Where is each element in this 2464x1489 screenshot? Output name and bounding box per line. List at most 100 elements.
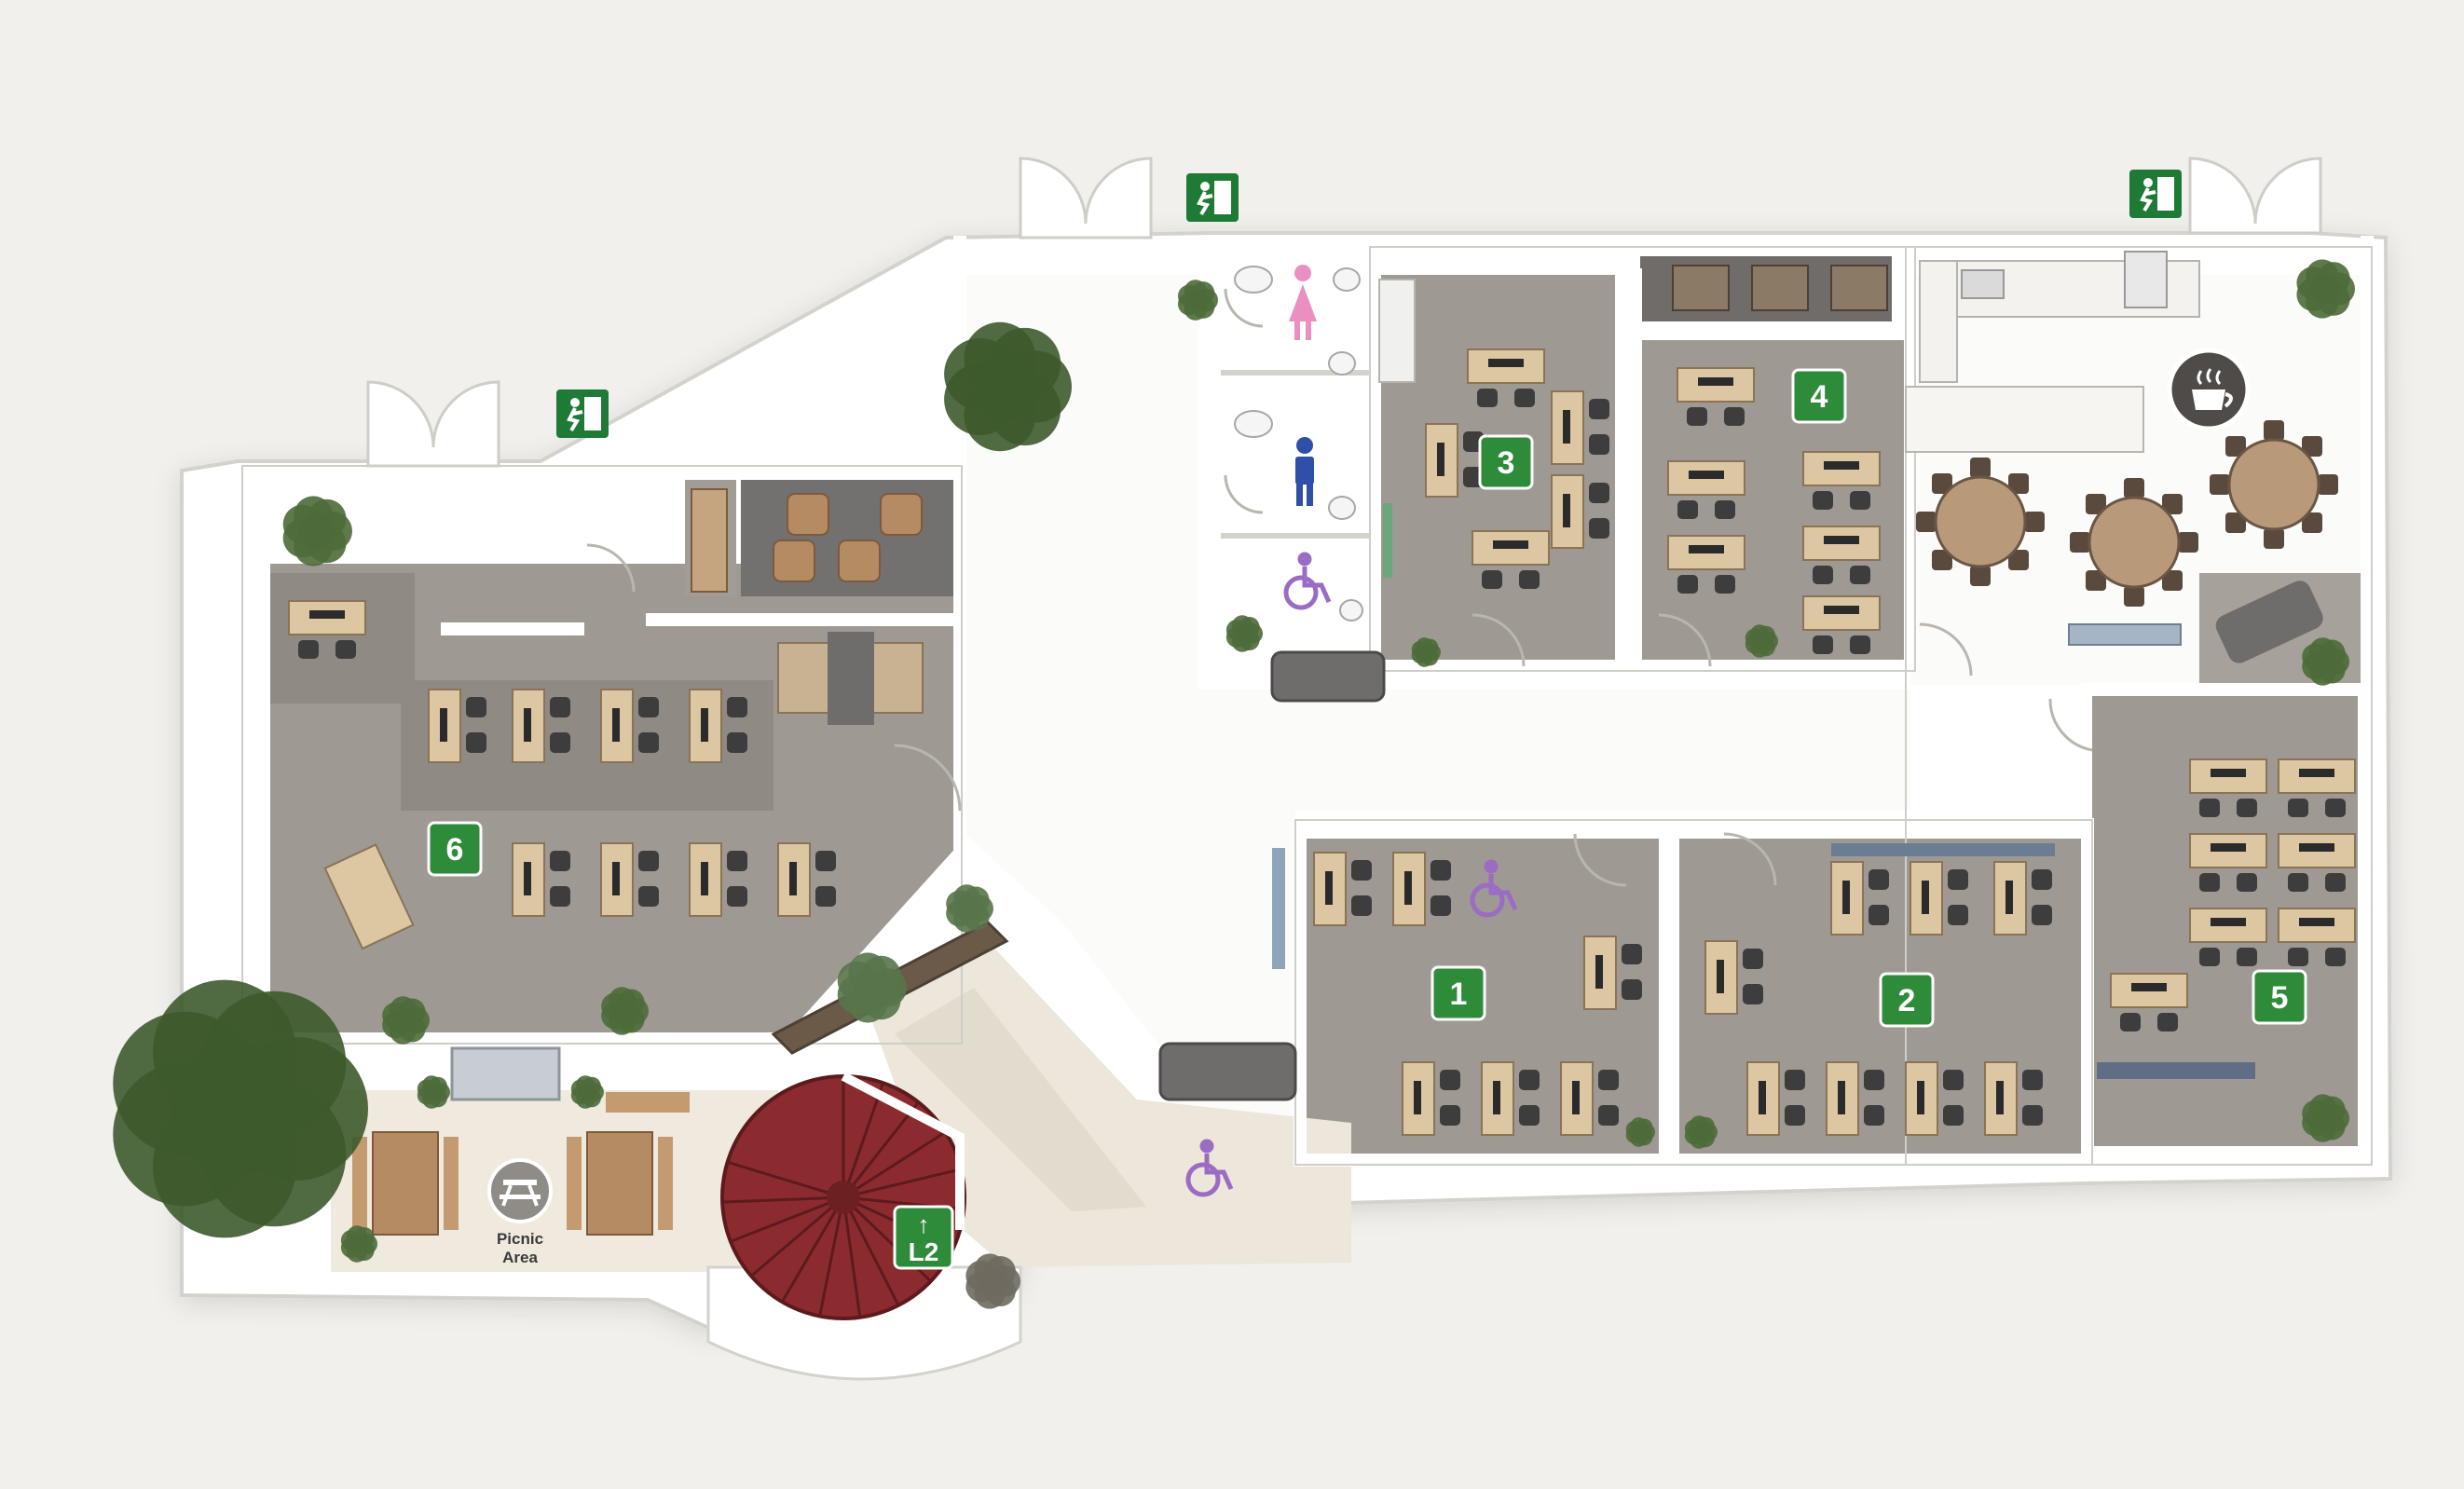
room-badge-5[interactable]: 5 (2252, 969, 2307, 1025)
desk-workstation (1802, 595, 1881, 654)
desk-workstation (2278, 758, 2356, 817)
spiral-staircase (720, 1072, 966, 1320)
kitchen-counter-side (1919, 260, 1958, 383)
plant (1411, 637, 1441, 667)
plant (1177, 280, 1218, 321)
room-badge-4[interactable]: 4 (1791, 368, 1847, 424)
desk-workstation (1910, 861, 1968, 936)
lounge-chair (773, 540, 815, 582)
picnic-bench (658, 1137, 673, 1230)
desk-workstation (428, 689, 486, 763)
glass-door (450, 1046, 561, 1101)
picnic-table (372, 1131, 439, 1236)
women-restroom-icon (1289, 265, 1317, 340)
desk-workstation (2189, 908, 2267, 966)
plant (340, 1225, 377, 1263)
toilet (1234, 266, 1273, 294)
meeting-table (828, 632, 874, 725)
picnic-bench (444, 1137, 459, 1230)
desk-workstation (1746, 1061, 1805, 1136)
lounge-sofa (2215, 581, 2323, 663)
sink (1328, 496, 1356, 520)
desk-workstation (1472, 530, 1550, 589)
desk-workstation (1830, 861, 1889, 936)
plant (1625, 1117, 1655, 1147)
room-number: 2 (1898, 983, 1916, 1018)
picnic-area-label-line1: Picnic (497, 1230, 543, 1248)
refrigerator (2124, 251, 2168, 308)
room-badge-3[interactable]: 3 (1478, 434, 1534, 490)
plant (2296, 259, 2355, 319)
doors (586, 288, 2093, 887)
men-restroom-icon (1295, 437, 1314, 506)
desk-workstation (689, 842, 747, 917)
plant (946, 884, 993, 933)
kitchen (1905, 251, 2323, 663)
plant (417, 1075, 450, 1109)
desk-workstation (1667, 535, 1745, 594)
room-number: 3 (1498, 445, 1515, 481)
plant (1225, 615, 1263, 652)
room-1-window-panel (1272, 848, 1285, 969)
desk-workstation (1392, 852, 1451, 926)
room-3-screen (1383, 503, 1392, 578)
desk-workstation (1984, 1061, 2043, 1136)
plant (2302, 637, 2349, 686)
plant (1684, 1115, 1718, 1149)
picnic-table-icon (487, 1158, 553, 1223)
desk-workstation (1551, 474, 1609, 549)
sink (1333, 267, 1361, 292)
desk-workstation (600, 842, 659, 917)
room-number: 5 (2271, 980, 2289, 1016)
desk-workstation (2278, 833, 2356, 892)
room-number: 4 (1811, 379, 1828, 415)
desk-workstation (600, 689, 659, 763)
lounge-chair (838, 540, 881, 582)
main-corridor (955, 275, 1910, 1132)
kitchen-sink (1961, 269, 2005, 299)
storage-cabinet (1830, 265, 1888, 311)
lounge-chair (787, 493, 829, 536)
picnic-table (586, 1131, 653, 1236)
plant (965, 1253, 1020, 1309)
desk-workstation (1826, 1061, 1884, 1136)
picnic-tables (352, 1046, 690, 1236)
shelving-unit (691, 488, 728, 593)
desk-workstation (1551, 390, 1609, 465)
plant (601, 987, 649, 1035)
round-table (1916, 458, 2045, 586)
corridor-sofa (1158, 1042, 1297, 1101)
room-badge-2[interactable]: 2 (1879, 972, 1935, 1028)
round-table (2070, 478, 2198, 607)
room-badge-6[interactable]: 6 (427, 821, 483, 877)
desk-workstation (2189, 758, 2267, 817)
plant (570, 1075, 604, 1109)
desk-workstation (512, 842, 570, 917)
room-badge-1[interactable]: 1 (1430, 965, 1486, 1021)
stairs-level-label: L2 (909, 1237, 939, 1266)
room-2-window-panel (1831, 843, 2055, 856)
desk-workstation (1560, 1061, 1619, 1136)
desk-workstation (1481, 1061, 1540, 1136)
emergency-exit-icon (556, 389, 609, 438)
toilet (1234, 410, 1273, 438)
desk-workstation (1467, 348, 1545, 407)
corridor-sofa (1270, 650, 1386, 703)
desk-workstation (1802, 451, 1881, 510)
room-6-office-zone (270, 573, 415, 704)
desk-workstation (512, 689, 570, 763)
desk-workstation (1667, 460, 1745, 519)
wall-outlines (241, 246, 2373, 1166)
entrance-doors (366, 157, 2322, 468)
desk-workstation (288, 600, 366, 659)
sink (1328, 351, 1356, 376)
storage-cabinet (1672, 265, 1730, 311)
greenery-layer (113, 259, 2355, 1309)
desk-workstation (1583, 936, 1642, 1010)
desk-workstation (2110, 973, 2188, 1031)
lounge-chair (880, 493, 923, 536)
desk-workstation (1905, 1061, 1964, 1136)
desk-workstation (777, 842, 836, 917)
restroom-fixtures (1221, 265, 1416, 622)
desk-workstation (1802, 526, 1881, 584)
